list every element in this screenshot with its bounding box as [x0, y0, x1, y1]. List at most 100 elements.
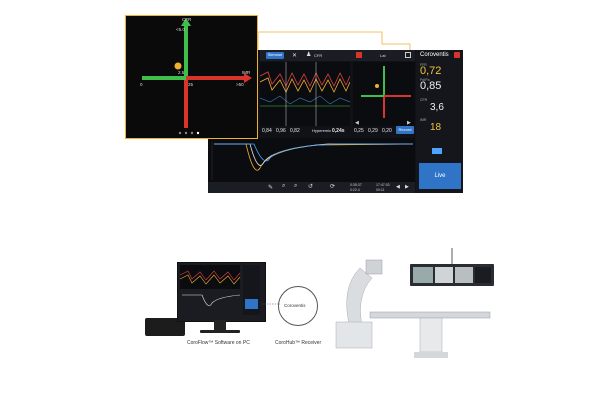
- monitor-base: [200, 330, 240, 333]
- receiver-circle: Coroventis: [278, 286, 318, 326]
- record-button[interactable]: Record: [396, 126, 414, 134]
- callout-line: [257, 31, 411, 50]
- page-dot[interactable]: [184, 131, 188, 135]
- mini-measurement-point: [375, 84, 379, 88]
- play-icon[interactable]: ▶: [405, 184, 409, 190]
- pd-trace: [259, 77, 351, 93]
- thermodilution-curves: [208, 138, 415, 182]
- measure-value: 0,96: [276, 128, 286, 134]
- cfr-value: 3,6: [430, 102, 444, 113]
- imr-label: IMR: [420, 118, 427, 122]
- thermo-curve: [214, 143, 413, 162]
- measure-value: 0,20: [382, 128, 392, 134]
- imr-arrow-icon: [244, 73, 252, 83]
- hyperemic-value: 0,24s: [332, 128, 345, 134]
- measure-value: 0,29: [368, 128, 378, 134]
- cfr-imr-zoom-panel: CFR <5.0 2.5 IMR 0 25 >50: [125, 15, 258, 139]
- page-dot-active[interactable]: [196, 131, 200, 135]
- patient-table: [369, 311, 491, 319]
- annotate-icon[interactable]: ✎: [268, 185, 274, 191]
- mini-prev-icon: ◀: [355, 120, 359, 126]
- imr-axis-label: IMR: [242, 70, 251, 75]
- imr-value: 18: [430, 122, 442, 133]
- cfr-label: CFR: [420, 98, 428, 102]
- bottom-bar: ✎ ⌕ ⌕ ↺ ⟳ 0:35:37 0:22.4 17:47:03 00:11 …: [208, 182, 415, 193]
- angio-screen: [435, 267, 453, 283]
- mini-plot-svg: ◀ ▶: [355, 66, 411, 126]
- thermo-curves-svg: [211, 142, 414, 180]
- detector: [365, 259, 383, 275]
- mini-cfr-imr-plot: ◀ ▶: [353, 62, 415, 126]
- toolbar: Stenose ✕ ♟ CFR Lat: [260, 50, 415, 61]
- brand-label: Coroventis: [420, 52, 449, 58]
- receiver-brand: Coroventis: [284, 303, 306, 308]
- power-icon[interactable]: [454, 52, 460, 58]
- pdpa-value: 0,85: [420, 80, 442, 92]
- cursor-time: 0:22.4: [350, 188, 360, 192]
- measure-value: 0,25: [354, 128, 364, 134]
- c-arm-base: [335, 321, 373, 349]
- cfr-arrow-icon: [181, 18, 191, 26]
- caption-hub: CoroHub™ Receiver: [275, 340, 322, 346]
- hyperemic-label: Hyperemic: [312, 128, 332, 133]
- tab-stenose[interactable]: Stenose: [266, 52, 284, 59]
- ffr-label: FFR: [420, 63, 427, 67]
- caption-pc: CoroFlow™ Software on PC: [187, 340, 250, 346]
- thermo-curve: [214, 143, 414, 171]
- monitor-stand: [214, 320, 226, 330]
- camera-icon[interactable]: [432, 148, 442, 154]
- clock-seconds: 00:11: [376, 188, 385, 192]
- corohub-receiver-box: [145, 318, 185, 336]
- pressure-waveform: [259, 62, 351, 126]
- refresh-icon[interactable]: ⟳: [330, 184, 336, 190]
- clock-time: 17:47:03: [376, 183, 390, 187]
- lat-label: Lat: [380, 53, 386, 58]
- imr-mid-value: 25: [188, 82, 194, 87]
- angio-screen: [413, 267, 433, 283]
- pc-monitor: [177, 262, 266, 322]
- monitor-curve: [182, 294, 241, 306]
- elapsed-time: 0:35:37: [350, 183, 362, 187]
- measurement-point: [174, 62, 182, 70]
- measure-value: 0,84: [262, 128, 272, 134]
- monitor-trace: [179, 270, 241, 281]
- monitor-live-button: [245, 299, 258, 309]
- cfr-tab-label: CFR: [314, 53, 323, 58]
- page-dot[interactable]: [178, 131, 182, 135]
- coroflow-app-window: Stenose ✕ ♟ CFR Lat ◀ ▶ 0,84 0,96: [208, 50, 463, 193]
- live-button[interactable]: Live: [419, 163, 461, 189]
- table-pedestal: [419, 317, 443, 353]
- cfr-top-value: <5.0: [176, 27, 185, 32]
- page-dot[interactable]: [190, 131, 194, 135]
- pa-trace: [259, 71, 351, 87]
- cfr-imr-plot: [142, 18, 252, 135]
- link-line: [262, 303, 280, 305]
- ecg-trace: [259, 95, 351, 105]
- angio-screen: [455, 267, 473, 283]
- pressure-waveform-svg: [259, 62, 351, 126]
- tools-icon[interactable]: ✕: [292, 53, 298, 59]
- coroflow-screen: [475, 267, 491, 283]
- cath-lab-illustration: [335, 248, 494, 358]
- zoom-in-icon[interactable]: ⌕: [282, 183, 286, 189]
- monitor-trace: [179, 274, 241, 285]
- window-icon[interactable]: [405, 52, 411, 58]
- monitor-wave-area: [180, 265, 240, 289]
- imr-zero-value: 0: [140, 82, 143, 87]
- user-icon[interactable]: ♟: [306, 52, 312, 58]
- measure-value: 0,82: [290, 128, 300, 134]
- prev-icon[interactable]: ◀: [396, 184, 400, 190]
- mini-next-icon: ▶: [407, 120, 411, 126]
- undo-icon[interactable]: ↺: [308, 184, 314, 190]
- cfr-center-value: 2.5: [178, 70, 185, 75]
- monitor-screen: [179, 265, 260, 315]
- pdpa-label: Pd/Pa: [420, 78, 430, 82]
- ffr-value: 0,72: [420, 65, 442, 77]
- cfr-axis-label: CFR: [182, 17, 192, 22]
- thermo-curve: [214, 143, 413, 166]
- zoom-out-icon[interactable]: ⌕: [294, 183, 298, 189]
- table-foot: [414, 352, 448, 358]
- callout-lines: [257, 31, 411, 50]
- stop-icon[interactable]: [356, 52, 362, 58]
- imr-right-value: >50: [236, 82, 244, 87]
